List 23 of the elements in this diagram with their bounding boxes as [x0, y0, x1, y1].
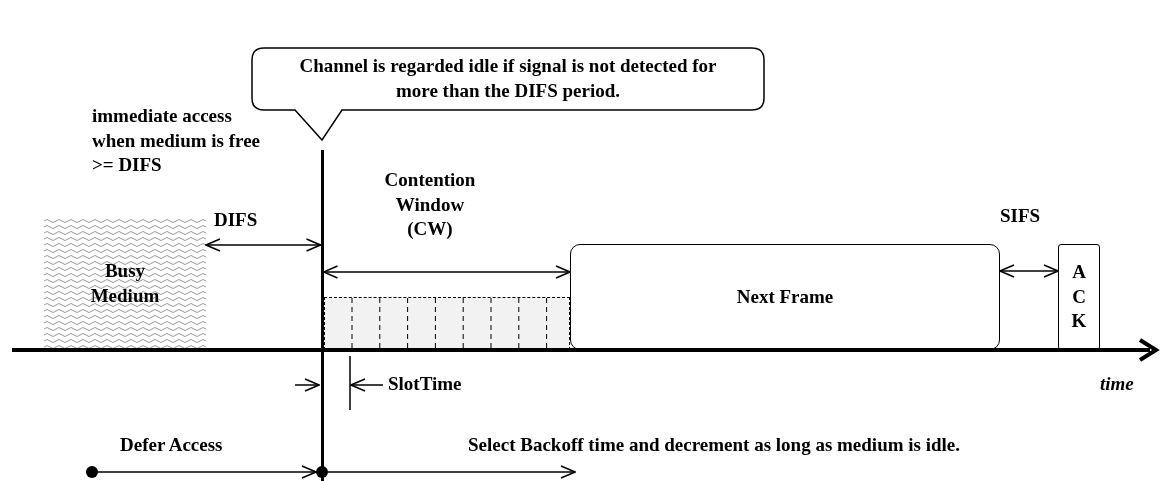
- arrow: [97, 465, 317, 479]
- arrow: [322, 265, 571, 279]
- annotation-text: SIFS: [1000, 204, 1042, 228]
- box-label: Next Frame: [736, 284, 834, 309]
- annotation-text: SlotTime: [388, 372, 463, 396]
- busy-medium-block: [44, 218, 206, 350]
- annotation-text: Contention Window (CW): [383, 168, 477, 242]
- frame-box: [570, 244, 1000, 350]
- arrow: [205, 238, 322, 252]
- ack-box: [1058, 244, 1100, 350]
- annotation-text: immediate access when medium is free >= DIFS: [92, 104, 261, 178]
- arrow: [999, 264, 1059, 278]
- box-label: Busy Medium: [89, 259, 161, 308]
- annotation-text: DIFS: [214, 208, 259, 232]
- reference-line: [320, 150, 324, 481]
- annotation-text: time: [1100, 372, 1135, 396]
- caption-text: Defer Access: [120, 433, 223, 457]
- backoff-slots: [324, 297, 570, 350]
- callout-text: Channel is regarded idle if signal is not detected for more than the DIFS period.: [298, 54, 718, 103]
- box-label: ACK: [1070, 259, 1088, 334]
- start-dot: [86, 466, 98, 478]
- annotation-text: Select Backoff time and decrement as long as medium is idle.: [468, 433, 960, 457]
- arrow: [327, 465, 576, 479]
